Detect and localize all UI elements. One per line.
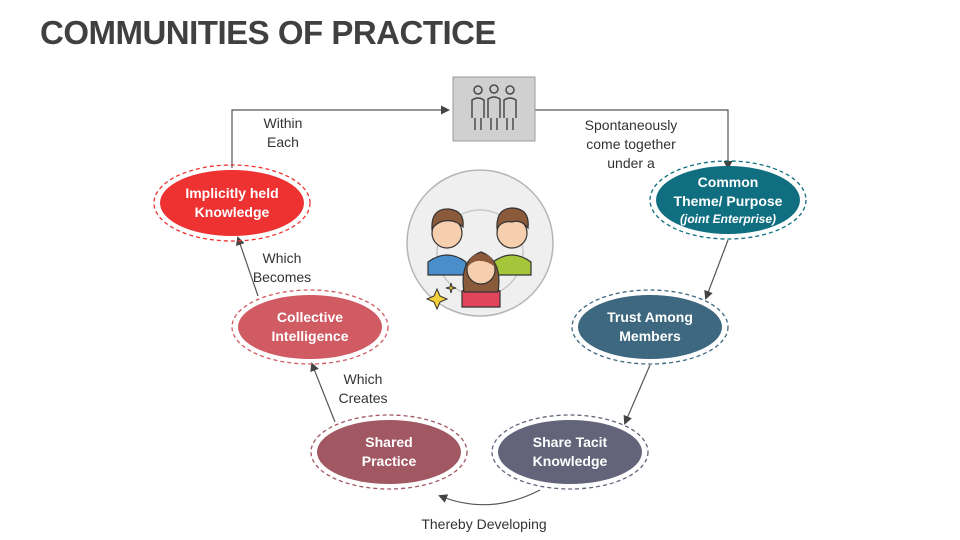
edge-label-within-each: Within Each xyxy=(263,115,303,150)
node-common-theme-purpose xyxy=(649,160,807,240)
connector-implicit-to-group xyxy=(231,105,450,168)
node-label-shared: Shared Practice xyxy=(361,434,417,469)
connector-shared-to-collective xyxy=(310,362,336,423)
node-collective-intelligence xyxy=(231,289,389,365)
node-trust-among-members xyxy=(571,289,729,365)
edge-label-spontaneously: Spontaneously come together under a xyxy=(584,117,678,171)
edge-label-thereby-developing: Thereby Developing xyxy=(421,516,547,532)
group-of-people-icon xyxy=(452,76,536,142)
node-label-collective: Collective Intelligence xyxy=(271,309,349,344)
edge-label-which-creates: Which Creates xyxy=(338,371,388,406)
node-implicitly-held-knowledge xyxy=(153,164,311,242)
node-label-common: Common Theme/ Purpose (joint Enterprise) xyxy=(673,174,783,226)
node-label-trust: Trust Among Members xyxy=(607,309,693,344)
connector-common-to-trust xyxy=(704,239,729,300)
connector-group-to-common xyxy=(535,109,733,170)
edge-label-which-becomes: Which Becomes xyxy=(252,250,312,285)
page-title: COMMUNITIES OF PRACTICE xyxy=(40,14,497,51)
node-share-tacit-knowledge xyxy=(491,414,649,490)
sparkle-icon xyxy=(425,282,457,311)
node-label-implicit: Implicitly held Knowledge xyxy=(185,185,279,220)
node-shared-practice xyxy=(310,414,468,490)
connector-trust-to-tacit xyxy=(623,364,651,425)
connector-collective-to-implicit xyxy=(236,236,259,297)
team-members-icon xyxy=(406,169,554,317)
connector-tacit-to-shared xyxy=(438,489,541,506)
node-label-tacit: Share Tacit Knowledge xyxy=(532,434,608,469)
